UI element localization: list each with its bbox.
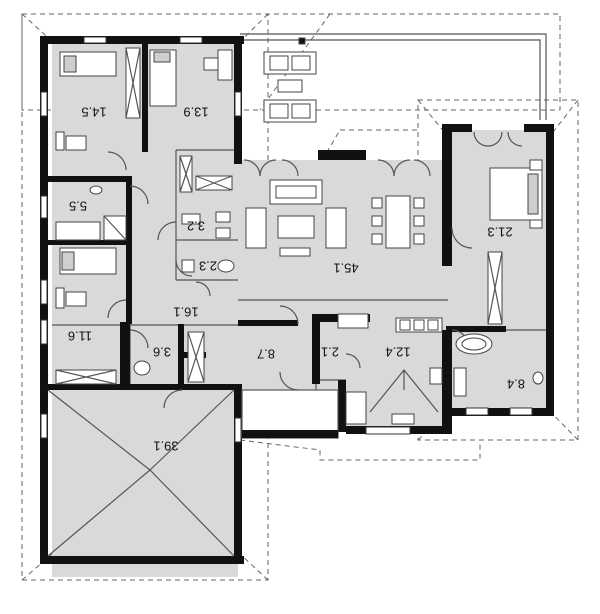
room-area-label: 8.4 [507,377,525,392]
room-area-label: 13.9 [183,105,208,120]
room-area-label: 14.5 [81,105,106,120]
area-labels: 14.5 13.9 5.5 3.2 2.3 45.1 21.3 16.1 11.… [68,105,525,454]
room-area-label: 12.4 [385,345,410,360]
room-area-label: 5.5 [69,199,87,214]
room-area-label: 3.6 [153,345,171,360]
room-area-label: 2.1 [321,345,339,360]
windows [40,36,533,443]
pergola [240,33,547,120]
door-arcs [107,131,523,409]
room-area-label: 39.1 [153,439,178,454]
room-area-label: 11.6 [68,329,92,344]
room-area-label: 16.1 [173,305,198,320]
room-area-label: 8.7 [257,347,275,362]
furniture [47,47,544,557]
room-area-label: 45.1 [333,261,358,276]
terrace-furniture [263,51,317,123]
room-area-label: 21.3 [487,225,512,240]
room-area-label: 3.2 [187,219,205,234]
room-area-label: 2.3 [199,259,217,274]
